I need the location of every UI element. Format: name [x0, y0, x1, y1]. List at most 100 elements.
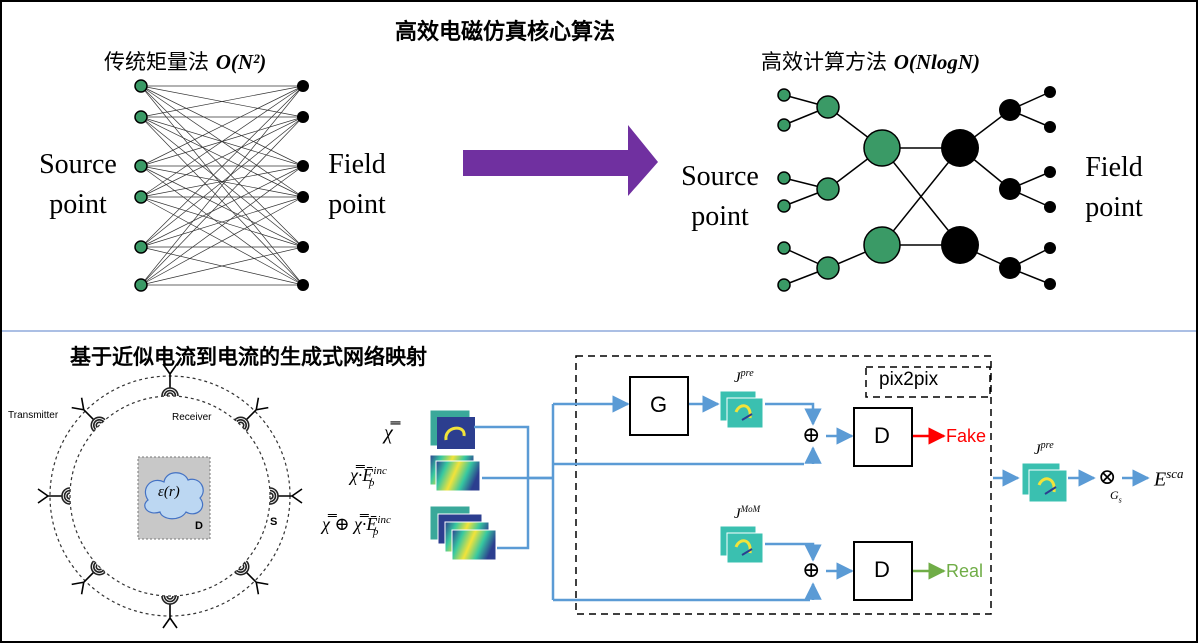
tree-leaf-source: [777, 118, 791, 132]
tree-mid-field: [999, 257, 1021, 279]
mom-label: 传统矩量法 O(N²): [104, 46, 266, 76]
tree-leaf-source: [777, 171, 791, 185]
transmitter-antenna-icon: [245, 397, 269, 421]
mom-field-node: [297, 111, 309, 123]
tree-leaf-field: [1044, 201, 1056, 213]
mom-interaction-edge: [140, 116, 304, 198]
receiver-label: Receiver: [172, 412, 212, 423]
discriminator-block-real: [853, 541, 913, 601]
receiver-spiral-icon: [269, 487, 279, 505]
mom-method: 传统矩量法: [104, 51, 209, 74]
j-mom-label: JMoM: [734, 504, 761, 522]
pix2pix-network: [429, 355, 1150, 615]
tree-root-field: [941, 226, 979, 264]
receiver-spiral-icon: [161, 595, 179, 605]
tree-mid-source: [816, 256, 840, 280]
mom-source-node: [134, 278, 148, 292]
mom-source-node: [134, 79, 148, 93]
receiver-spiral-icon: [234, 560, 250, 576]
tree-leaf-field: [1044, 242, 1056, 254]
mom-interaction-edge: [140, 165, 304, 286]
receiver-spiral-icon: [61, 487, 71, 505]
mom-source-node: [134, 159, 148, 173]
mom-interaction-edge: [140, 116, 304, 286]
tree-root-source: [863, 129, 901, 167]
chi-e-image-stack: [429, 454, 481, 492]
tree-mid-source: [816, 95, 840, 119]
mom-field-node: [297, 80, 309, 92]
tree-leaf-field: [1044, 166, 1056, 178]
inner-ring: [69, 395, 271, 597]
j-pre-label: Jpre: [734, 368, 754, 386]
mom-interaction-edge: [140, 85, 304, 248]
receiver-spiral-icon: [161, 387, 179, 397]
j-mom-image: [719, 525, 764, 564]
chi-e-label: χ̿·Ēincp: [350, 465, 387, 489]
fake-label: Fake: [946, 426, 987, 446]
mom-field-node: [297, 191, 309, 203]
mom-field-node: [297, 160, 309, 172]
combined-label: χ̿ ⊕ χ̿·Ēincp: [322, 514, 391, 538]
mom-interaction-edge: [140, 196, 304, 248]
transmitter-antenna-icon: [71, 571, 95, 595]
scatterer-cloud: [144, 472, 204, 520]
chi-image: [429, 409, 475, 449]
mom-interaction-edge: [140, 246, 304, 286]
oplus-real: ⊕: [802, 557, 821, 582]
transmitter-antenna-icon: [245, 571, 269, 595]
transmitter-antenna-icon: [278, 488, 303, 504]
scattering-scene: [37, 363, 303, 629]
mom-complexity: O(N²): [215, 50, 267, 74]
mom-interaction-edge: [140, 85, 304, 286]
combined-image-stack: [429, 505, 497, 561]
mom-source-node: [134, 240, 148, 254]
gs-label: Gs: [1110, 488, 1122, 505]
mom-field-node: [297, 241, 309, 253]
mom-interaction-edge: [140, 165, 304, 198]
discriminator-fake-label: D: [874, 423, 890, 448]
tree-leaf-field: [1044, 121, 1056, 133]
transmitter-antenna-icon: [162, 604, 178, 629]
tree-leaf-source: [777, 88, 791, 102]
top-title: 高效电磁仿真核心算法: [395, 20, 616, 45]
receiver-spiral-icon: [90, 560, 106, 576]
permittivity-label: ε(r): [158, 484, 180, 500]
pix2pix-label: pix2pix: [879, 369, 939, 390]
mom-field-node: [297, 279, 309, 291]
receiver-array: [61, 387, 279, 605]
j-pre-image: [719, 390, 764, 429]
tree-leaf-field: [1044, 86, 1056, 98]
domain-d-label: D: [195, 520, 203, 532]
generator-label: G: [650, 392, 668, 417]
discriminator-real-label: D: [874, 557, 890, 582]
transmitter-antenna-icon: [71, 397, 95, 421]
tree-leaf-field: [1044, 278, 1056, 290]
fast-method: 高效计算方法: [761, 51, 887, 74]
tree-leaf-source: [777, 278, 791, 292]
mom-source-node: [134, 110, 148, 124]
mom-source-node: [134, 190, 148, 204]
receiver-spiral-icon: [234, 416, 250, 432]
j-pre-output-label: Jpre: [1034, 440, 1054, 458]
tree-mid-source: [816, 177, 840, 201]
transmitter-antenna-icon: [37, 488, 62, 504]
otimes-green-function: ⊗: [1098, 464, 1117, 489]
tree-leaf-source: [777, 199, 791, 213]
fast-algorithm-tree: [777, 86, 1056, 292]
bottom-title: 基于近似电流到电流的生成式网络映射: [70, 345, 427, 369]
tree-leaf-source: [777, 241, 791, 255]
mom-interaction-edge: [140, 196, 304, 286]
mom-graph: [134, 79, 309, 292]
chi-label: χ̿: [384, 422, 393, 444]
tree-root-source: [863, 226, 901, 264]
tree-root-field: [941, 129, 979, 167]
j-pre-output-image: [1021, 462, 1068, 503]
antenna-array: [37, 363, 303, 629]
real-label: Real: [946, 561, 984, 581]
mom-interaction-edge: [140, 116, 304, 248]
e-sca-label: Esca: [1154, 466, 1184, 491]
